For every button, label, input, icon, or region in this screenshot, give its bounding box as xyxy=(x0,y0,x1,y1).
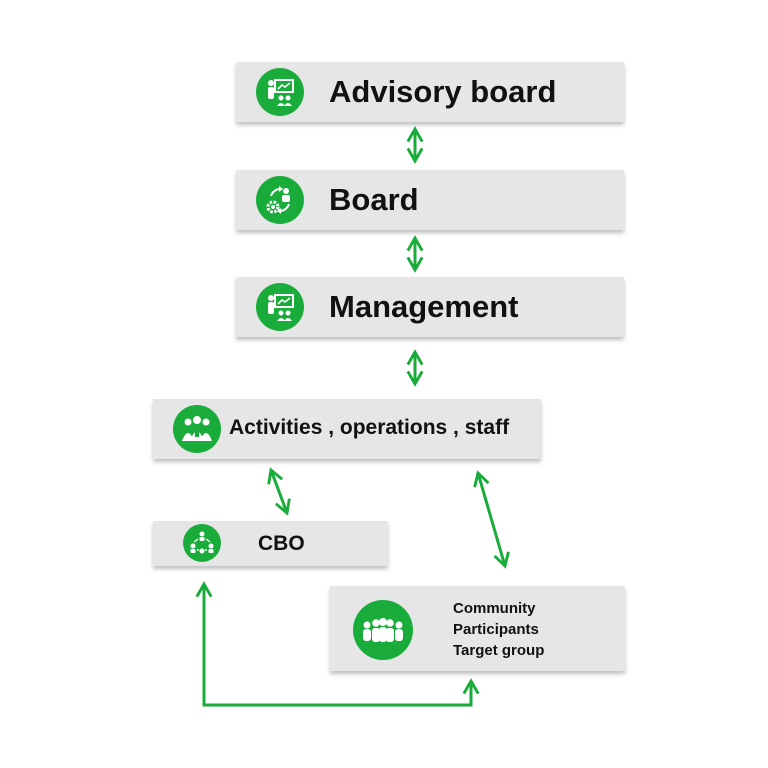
presentation-icon xyxy=(256,283,304,331)
cycle-process-icon xyxy=(256,176,304,224)
community-line-3: Target group xyxy=(453,642,545,659)
management-label: Management xyxy=(329,289,519,324)
edge-activities-community xyxy=(473,470,510,569)
edge-activities-cbo xyxy=(267,467,291,516)
activities-node: Activities , operations , staff xyxy=(153,399,541,459)
cbo-node: CBO xyxy=(153,521,388,566)
group-icon xyxy=(353,600,413,660)
presentation-icon xyxy=(256,68,304,116)
advisory-board-label: Advisory board xyxy=(329,74,557,109)
edge-cbo-community xyxy=(195,581,480,707)
advisory-board-node: Advisory board xyxy=(236,62,624,122)
board-node: Board xyxy=(236,170,624,230)
community-node: Community Participants Target group xyxy=(330,586,625,671)
network-icon xyxy=(183,524,221,562)
community-line-1: Community xyxy=(453,600,536,617)
board-label: Board xyxy=(329,182,419,217)
team-icon xyxy=(173,405,221,453)
cbo-label: CBO xyxy=(258,532,305,555)
community-line-2: Participants xyxy=(453,621,539,638)
management-node: Management xyxy=(236,277,624,337)
activities-label: Activities , operations , staff xyxy=(229,416,510,439)
